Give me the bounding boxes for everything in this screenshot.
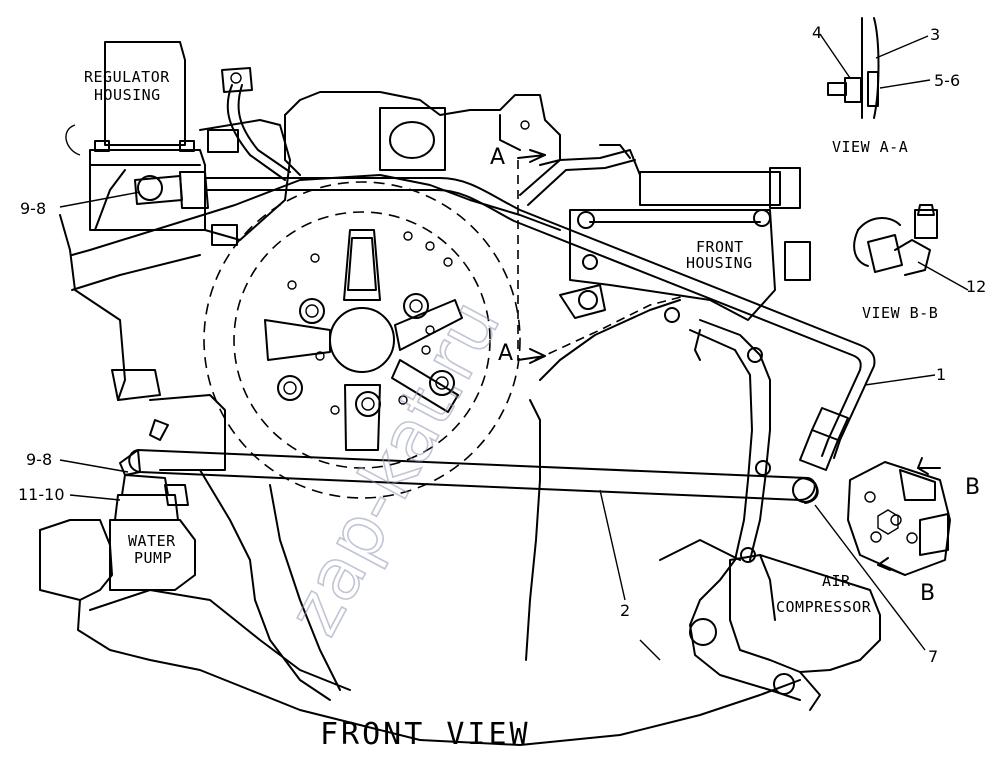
labels: REGULATOR HOUSING FRONT HOUSING WATER PU… (84, 68, 938, 752)
section-a-top: A (490, 145, 505, 170)
regulator-housing-label-2: HOUSING (94, 86, 161, 104)
engine-block (39, 169, 801, 746)
pulley-holes (287, 231, 453, 415)
callout-7: 7 (928, 647, 938, 666)
callout-4: 4 (812, 23, 822, 42)
front-housing-label-2: HOUSING (686, 254, 753, 272)
regulator-housing (65, 41, 291, 246)
callout-12: 12 (966, 277, 986, 296)
callout-1: 1 (936, 365, 946, 384)
view-a-a-label: VIEW A-A (832, 138, 908, 156)
leader-lines (59, 191, 936, 651)
section-b-b-arrows (877, 457, 941, 576)
regulator-tube (221, 67, 291, 181)
section-b-bottom: B (920, 581, 935, 606)
callout-2: 2 (620, 601, 630, 620)
section-a-bottom: A (498, 341, 513, 366)
section-letters: A A B B (490, 145, 980, 606)
front-housing-label-1: FRONT (696, 238, 744, 256)
callout-11-10: 11-10 (18, 485, 65, 504)
fitting-7 (799, 407, 849, 471)
air-compressor-label-1: AIR (822, 572, 851, 590)
callout-9-8-top: 9-8 (20, 199, 46, 218)
callout-3: 3 (930, 25, 940, 44)
air-compressor (689, 554, 881, 711)
view-a-a-detail (819, 17, 931, 119)
section-b-top: B (965, 475, 980, 500)
front-housing (519, 144, 811, 563)
view-b-b-detail (853, 204, 969, 291)
water-pump-label-2: PUMP (134, 549, 172, 567)
callout-numbers: 1 2 3 4 5-6 7 9-8 9-8 11-10 12 (18, 23, 986, 666)
section-a-a-line (517, 149, 546, 364)
top-housing (284, 91, 561, 176)
left-bracket (111, 369, 226, 471)
water-pump-label-1: WATER (128, 532, 176, 550)
pulley-bolts (277, 293, 455, 417)
regulator-housing-label-1: REGULATOR (84, 68, 170, 86)
tube-2 (114, 449, 819, 521)
view-b-b-label: VIEW B-B (862, 304, 938, 322)
callout-5-6: 5-6 (934, 71, 960, 90)
crank-pulley (203, 181, 521, 499)
callout-9-8-bottom: 9-8 (26, 450, 52, 469)
air-compressor-label-2: COMPRESSOR (776, 598, 872, 616)
front-view-title: FRONT VIEW (320, 717, 531, 752)
water-pump (109, 519, 196, 591)
pump-block (847, 461, 951, 576)
tube-1 (134, 171, 876, 459)
